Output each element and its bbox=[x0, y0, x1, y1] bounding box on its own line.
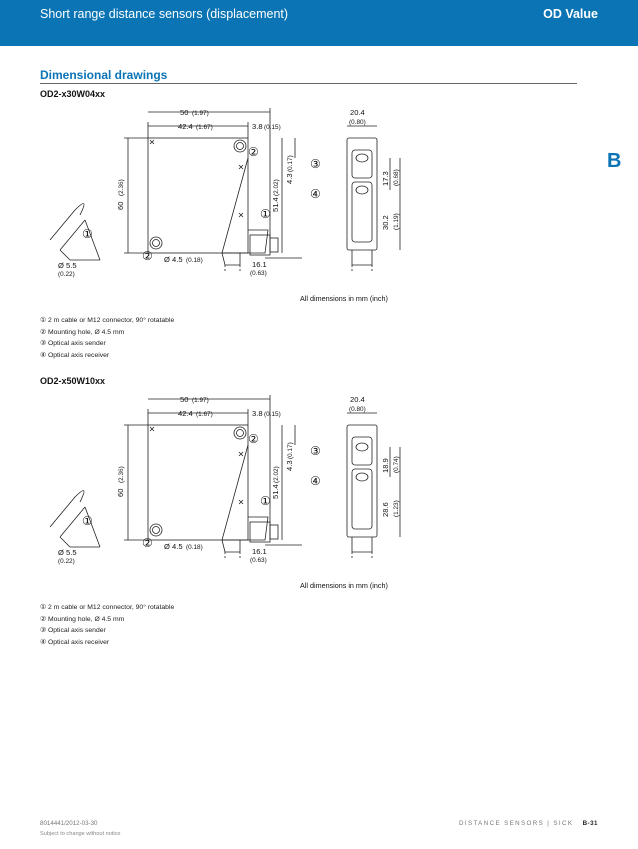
dim-cable: Ø 5.5 bbox=[58, 548, 77, 557]
dimensional-drawing: 50 (1.97) 42.4 (1.67) 3.8 (0.15) 60 (2.3… bbox=[40, 387, 600, 597]
marker-4: ④ bbox=[310, 474, 321, 488]
dim-height: 60 bbox=[116, 202, 125, 210]
section-title: Dimensional drawings bbox=[40, 68, 168, 82]
dim-front-width-inch: (0.80) bbox=[349, 119, 366, 126]
legend-item-3: ③ Optical axis sender bbox=[40, 340, 106, 347]
dim-axis-sender: 18.9 bbox=[381, 458, 390, 473]
dim-connector-inch: (0.63) bbox=[250, 557, 267, 564]
page-header: Short range distance sensors (displaceme… bbox=[0, 0, 638, 46]
dim-top-offset: 4.3 bbox=[285, 460, 294, 471]
legend-item-1: ① 2 m cable or M12 connector, 90° rotata… bbox=[40, 604, 175, 611]
dim-axis-receiver: 30.2 bbox=[381, 215, 390, 230]
dim-hole: Ø 4.5 bbox=[164, 542, 183, 551]
section-divider bbox=[40, 83, 577, 84]
dim-hole: Ø 4.5 bbox=[164, 255, 183, 264]
marker-4: ④ bbox=[310, 187, 321, 201]
page-number: B-31 bbox=[582, 820, 598, 827]
dim-front-width: 20.4 bbox=[350, 395, 365, 404]
dim-top-offset: 4.3 bbox=[285, 173, 294, 184]
header-product: OD Value bbox=[543, 7, 598, 21]
header-title: Short range distance sensors (displaceme… bbox=[40, 7, 289, 21]
dim-front-width-inch: (0.80) bbox=[349, 406, 366, 413]
dim-height-inch: (2.36) bbox=[118, 179, 125, 196]
dim-connector-inch: (0.63) bbox=[250, 270, 267, 277]
legend: ① 2 m cable or M12 connector, 90° rotata… bbox=[40, 602, 174, 648]
dim-width-inner: 42.4 bbox=[178, 409, 193, 418]
marker-1-cable: ① bbox=[82, 514, 93, 528]
dim-height: 60 bbox=[116, 489, 125, 497]
dim-height-axis: 51.4 bbox=[271, 197, 280, 212]
dim-width-total: 50 bbox=[180, 108, 188, 117]
dim-axis-receiver: 28.6 bbox=[381, 502, 390, 517]
dim-connector: 16.1 bbox=[252, 547, 267, 556]
marker-1: ① bbox=[260, 207, 271, 221]
dim-cable-inch: (0.22) bbox=[58, 271, 75, 278]
dim-height-inch: (2.36) bbox=[118, 466, 125, 483]
legend-item-1: ① 2 m cable or M12 connector, 90° rotata… bbox=[40, 317, 175, 324]
legend: ① 2 m cable or M12 connector, 90° rotata… bbox=[40, 315, 174, 361]
dim-cable: Ø 5.5 bbox=[58, 261, 77, 270]
dim-front-width: 20.4 bbox=[350, 108, 365, 117]
dim-width-inner-inch: (1.67) bbox=[196, 411, 213, 418]
chapter-tab: B bbox=[607, 150, 622, 172]
units-note: All dimensions in mm (inch) bbox=[300, 294, 388, 303]
legend-item-2: ② Mounting hole, Ø 4.5 mm bbox=[40, 328, 125, 336]
dim-offset-inch: (0.15) bbox=[264, 124, 281, 131]
dim-hole-inch: (0.18) bbox=[186, 544, 203, 551]
dimensional-drawing: 50 (1.97) 42.4 (1.67) 3.8 (0.15) 60 (2.3… bbox=[40, 100, 600, 310]
dim-hole-inch: (0.18) bbox=[186, 257, 203, 264]
footer-doc-id: 8014441/2012-03-30 bbox=[40, 820, 98, 827]
dim-connector: 16.1 bbox=[252, 260, 267, 269]
dim-offset-inch: (0.15) bbox=[264, 411, 281, 418]
dim-top-offset-inch: (0.17) bbox=[287, 155, 294, 172]
dim-cable-inch: (0.22) bbox=[58, 558, 75, 565]
marker-2-bottom: ② bbox=[142, 249, 153, 263]
legend-item-4: ④ Optical axis receiver bbox=[40, 638, 110, 646]
dim-axis-sender-inch: (0.68) bbox=[393, 169, 400, 186]
dim-height-axis-inch: (2.02) bbox=[273, 179, 280, 196]
dim-width-total-inch: (1.97) bbox=[192, 110, 209, 117]
marker-2-top: ② bbox=[248, 145, 259, 159]
dim-width-total: 50 bbox=[180, 395, 188, 404]
dim-width-inner: 42.4 bbox=[178, 122, 193, 131]
legend-item-4: ④ Optical axis receiver bbox=[40, 351, 110, 359]
dim-offset: 3.8 bbox=[252, 122, 263, 131]
dim-axis-sender: 17.3 bbox=[381, 171, 390, 186]
dim-axis-receiver-inch: (1.23) bbox=[393, 500, 400, 517]
legend-item-2: ② Mounting hole, Ø 4.5 mm bbox=[40, 615, 125, 623]
marker-1: ① bbox=[260, 494, 271, 508]
marker-3: ③ bbox=[310, 444, 321, 458]
dim-width-inner-inch: (1.67) bbox=[196, 124, 213, 131]
drawing-svg: 50 (1.97) 42.4 (1.67) 3.8 (0.15) 60 (2.3… bbox=[49, 108, 401, 278]
model-title: OD2-x30W04xx bbox=[40, 89, 106, 99]
dim-axis-receiver-inch: (1.19) bbox=[393, 213, 400, 230]
dim-offset: 3.8 bbox=[252, 409, 263, 418]
dim-width-total-inch: (1.97) bbox=[192, 397, 209, 404]
dim-height-axis: 51.4 bbox=[271, 484, 280, 499]
dim-axis-sender-inch: (0.74) bbox=[393, 456, 400, 473]
drawing-svg: 50 (1.97) 42.4 (1.67) 3.8 (0.15) 60 (2.3… bbox=[49, 395, 401, 565]
footer-section-label: DISTANCE SENSORS | SICK bbox=[458, 820, 574, 827]
dim-top-offset-inch: (0.17) bbox=[287, 442, 294, 459]
marker-3: ③ bbox=[310, 157, 321, 171]
legend-item-3: ③ Optical axis sender bbox=[40, 627, 106, 634]
model-title: OD2-x50W10xx bbox=[40, 376, 106, 386]
dim-height-axis-inch: (2.02) bbox=[273, 466, 280, 483]
marker-1-cable: ① bbox=[82, 227, 93, 241]
marker-2-bottom: ② bbox=[142, 536, 153, 550]
footer-section: DISTANCE SENSORS | SICK B-31 bbox=[459, 820, 598, 827]
marker-2-top: ② bbox=[248, 432, 259, 446]
footer-subject-note: Subject to change without notice bbox=[40, 831, 121, 837]
units-note: All dimensions in mm (inch) bbox=[300, 581, 388, 590]
